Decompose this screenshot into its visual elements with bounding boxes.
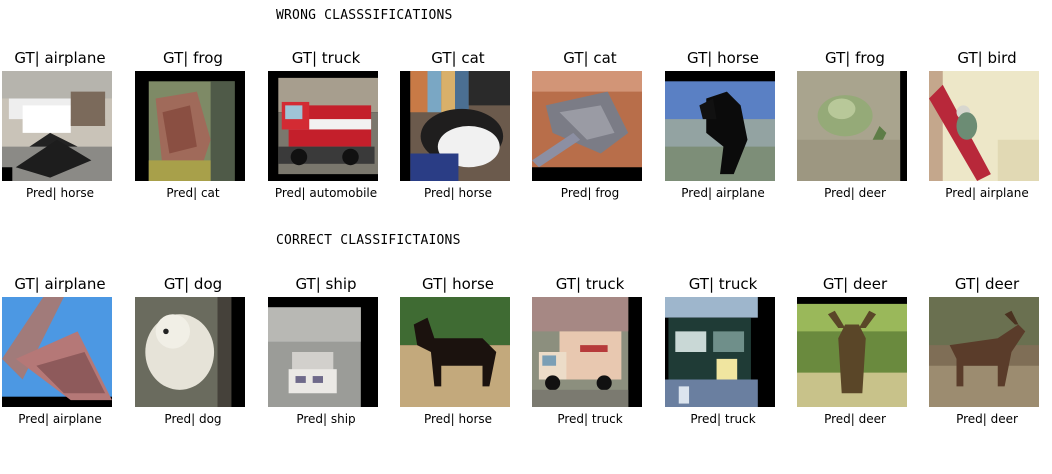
sample-image [400,71,510,181]
bird-photo [929,71,1039,181]
sample-image [268,71,378,181]
sample-image [2,297,112,407]
gt-label: GT| dog [163,275,223,293]
sample-image [665,71,775,181]
wrong-classifications-title: WRONG CLASSSIFICATIONS [276,8,453,23]
wrong-sample: GT| cat Pred| frog [525,48,655,208]
pred-label: Pred| airplane [945,186,1029,200]
wrong-sample: GT| frog Pred| cat [128,48,258,208]
wrong-sample: GT| airplane Pred| horse [0,48,125,208]
gt-label: GT| deer [954,275,1020,293]
pred-label: Pred| horse [423,186,493,200]
sample-image [268,297,378,407]
sample-image [929,71,1039,181]
horse-photo [400,297,510,407]
gt-label: GT| airplane [14,275,106,293]
correct-sample: GT| horse Pred| horse [393,274,523,434]
correct-classifications-row: GT| airplane Pred| airplane GT| dog [0,274,1052,474]
correct-sample: GT| deer Pred| deer [790,274,920,434]
ambulance-photo [532,297,642,407]
pred-label: Pred| frog [560,186,620,200]
pred-label: Pred| truck [690,412,756,426]
pred-label: Pred| ship [296,412,356,426]
pred-label: Pred| truck [557,412,623,426]
wrong-sample: GT| frog Pred| deer [790,48,920,208]
ship-photo [268,297,378,407]
correct-sample: GT| deer Pred| deer [922,274,1052,434]
wrong-sample: GT| bird Pred| airplane [922,48,1052,208]
correct-classifications-title: CORRECT CLASSIFICTAIONS [276,233,461,248]
pred-label: Pred| dog [164,412,222,426]
cat-photo [400,71,510,181]
pred-label: Pred| deer [956,412,1018,426]
sample-image [929,297,1039,407]
correct-sample: GT| dog Pred| dog [128,274,258,434]
pred-label: Pred| airplane [681,186,765,200]
gt-label: GT| airplane [14,49,106,67]
sample-image [400,297,510,407]
correct-sample: GT| airplane Pred| airplane [0,274,125,434]
sample-image [2,71,112,181]
wrong-sample: GT| truck Pred| automobile [261,48,391,208]
deer-photo [929,297,1039,407]
sample-image [135,297,245,407]
pred-label: Pred| deer [824,412,886,426]
pred-label: Pred| automobile [274,186,378,200]
sample-image [797,71,907,181]
frog-photo [797,71,907,181]
gt-label: GT| frog [163,49,223,67]
gt-label: GT| frog [825,49,885,67]
horse-photo [665,71,775,181]
dog-photo [135,297,245,407]
cat-photo [532,71,642,181]
pred-label: Pred| horse [25,186,95,200]
gt-label: GT| ship [295,275,357,293]
pred-label: Pred| airplane [18,412,102,426]
gt-label: GT| horse [422,275,494,293]
sample-image [135,71,245,181]
gt-label: GT| truck [555,275,625,293]
frog-photo [135,71,245,181]
gt-label: GT| bird [957,49,1017,67]
airplane-photo [2,297,112,407]
sample-image [532,297,642,407]
correct-sample: GT| truck Pred| truck [658,274,788,434]
pred-label: Pred| deer [824,186,886,200]
airplane-photo [2,71,112,181]
sample-image [797,297,907,407]
deer-photo [797,297,907,407]
gt-label: GT| horse [687,49,759,67]
correct-sample: GT| truck Pred| truck [525,274,655,434]
wrong-classifications-row: GT| airplane Pred| horse GT| frog [0,48,1052,248]
pred-label: Pred| horse [423,412,493,426]
correct-sample: GT| ship Pred| ship [261,274,391,434]
gt-label: GT| truck [291,49,361,67]
wrong-sample: GT| horse Pred| airplane [658,48,788,208]
sample-image [665,297,775,407]
truck-photo [665,297,775,407]
wrong-sample: GT| cat Pred| horse [393,48,523,208]
gt-label: GT| cat [563,49,617,67]
gt-label: GT| truck [688,275,758,293]
gt-label: GT| deer [822,275,888,293]
gt-label: GT| cat [431,49,485,67]
sample-image [532,71,642,181]
firetruck-photo [268,71,378,181]
pred-label: Pred| cat [166,186,220,200]
